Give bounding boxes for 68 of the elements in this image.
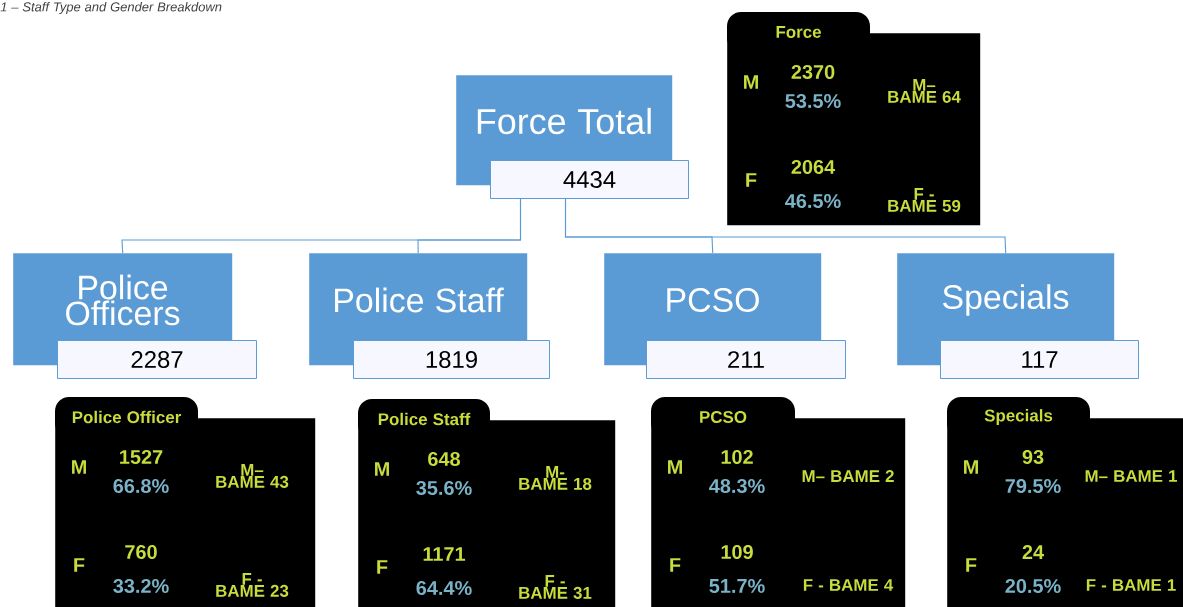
percentage-value: 66.8%	[113, 478, 169, 494]
panel-heading: Police Officer	[72, 410, 182, 424]
data-panel	[55, 397, 316, 607]
count-value: 2370	[791, 64, 835, 80]
gender-letter: M	[375, 462, 389, 476]
total-count-box: 2287	[57, 340, 257, 379]
count-value: 1171	[423, 547, 466, 561]
count-value: 93	[1022, 449, 1044, 465]
data-panel	[727, 12, 981, 226]
bame-count: M– BAME 64	[888, 79, 961, 103]
percentage-value: 46.5%	[785, 193, 841, 209]
gender-letter: M	[744, 75, 758, 89]
panel-heading: Force	[776, 26, 821, 38]
gender-letter: M	[964, 460, 978, 474]
gender-letter: M	[668, 460, 682, 474]
total-count-box: 117	[940, 340, 1139, 379]
percentage-value: 53.5%	[785, 93, 841, 109]
bame-count: F - BAME 1	[1086, 579, 1176, 591]
connector-line	[417, 198, 522, 254]
gender-letter: F	[377, 560, 388, 574]
category-box	[897, 253, 1139, 379]
percentage-value: 51.7%	[709, 578, 765, 593]
panel-heading: Police Staff	[378, 412, 471, 426]
panel-heading: PCSO	[700, 411, 747, 423]
percentage-value: 64.4%	[416, 580, 472, 596]
count-value: 2064	[791, 159, 836, 175]
total-count-box: 4434	[490, 160, 689, 199]
count-value: 1527	[120, 449, 163, 465]
bame-count: M– BAME 2	[802, 470, 894, 482]
percentage-value: 33.2%	[113, 578, 169, 594]
bame-count: F - BAME 59	[888, 188, 961, 212]
count-value: 760	[125, 544, 157, 560]
bame-count: M– BAME 1	[1085, 470, 1177, 482]
category-box	[456, 75, 689, 199]
count-value: 648	[428, 451, 460, 467]
category-heading: Specials	[943, 284, 1069, 316]
count-value: 109	[721, 544, 753, 560]
count-value: 102	[721, 449, 753, 465]
percentage-value: 35.6%	[416, 480, 472, 496]
percentage-value: 79.5%	[1005, 478, 1061, 494]
data-panel	[358, 399, 616, 607]
bame-count: M– BAME 43	[216, 464, 289, 488]
connector-line	[564, 198, 1007, 254]
total-count-box: 1819	[353, 340, 550, 379]
category-heading: PCSO	[667, 288, 759, 312]
total-count-box: 211	[646, 340, 846, 379]
category-heading: Police Officers	[66, 274, 180, 326]
bame-count: M- BAME 18	[519, 466, 592, 490]
bame-count: F - BAME 4	[803, 579, 894, 591]
bame-count: F - BAME 31	[519, 575, 592, 599]
category-box	[604, 253, 846, 379]
gender-letter: F	[966, 558, 977, 572]
category-box	[309, 253, 550, 379]
gender-letter: M	[72, 460, 86, 474]
category-heading: Police Staff	[335, 287, 504, 313]
percentage-value: 20.5%	[1005, 578, 1061, 594]
gender-letter: F	[670, 558, 681, 572]
bame-count: F - BAME 23	[216, 573, 289, 597]
figure-title: 1 – Staff Type and Gender Breakdown	[0, 1, 222, 15]
data-panel	[651, 397, 906, 607]
gender-letter: F	[746, 173, 757, 187]
panel-heading: Specials	[984, 409, 1053, 425]
category-heading: Force Total	[477, 107, 651, 135]
gender-letter: F	[74, 558, 85, 572]
data-panel	[947, 397, 1183, 607]
category-box	[13, 253, 257, 379]
count-value: 24	[1022, 545, 1044, 559]
percentage-value: 48.3%	[709, 478, 765, 494]
